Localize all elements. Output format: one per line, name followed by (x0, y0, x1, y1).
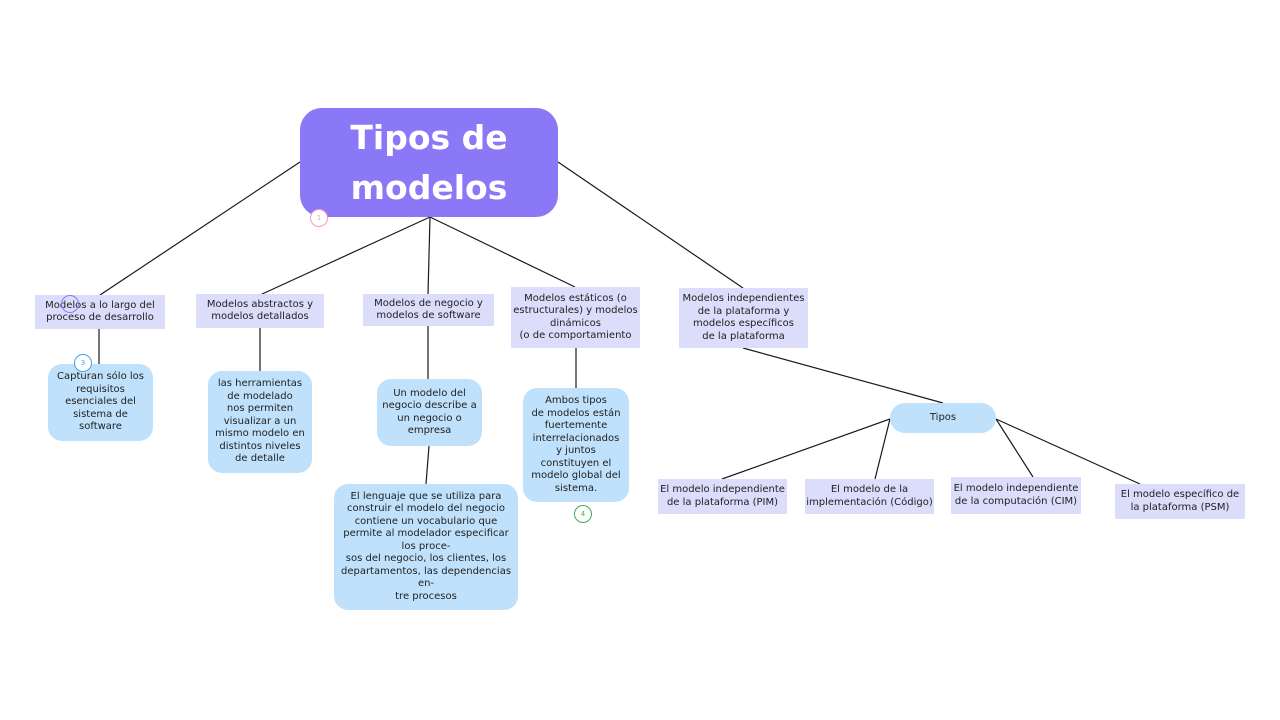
marker-badge-4[interactable]: 4 (574, 505, 592, 523)
node-tipos[interactable]: Tipos (890, 403, 996, 433)
edge-root-cat3 (427, 216, 431, 295)
category-abstractos-detallados[interactable]: Modelos abstractos y modelos detallados (196, 294, 324, 328)
edge-root-cat5 (557, 161, 744, 289)
edge-tipos-sub2 (874, 418, 891, 480)
subtype-codigo[interactable]: El modelo de la implementación (Código) (805, 479, 934, 514)
marker-badge-3[interactable]: 3 (74, 354, 92, 372)
subtype-cim[interactable]: El modelo independiente de la computació… (951, 477, 1081, 514)
edge-detail3-detail4 (425, 445, 430, 485)
edge-tipos-sub1 (721, 418, 891, 480)
detail-modelo-negocio[interactable]: Un modelo del negocio describe a un nego… (377, 379, 482, 446)
detail-capturan-requisitos[interactable]: Capturan sólo los requisitos esenciales … (48, 364, 153, 441)
detail-lenguaje-negocio[interactable]: El lenguaje que se utiliza para construi… (334, 484, 518, 610)
category-estaticos-dinamicos[interactable]: Modelos estáticos (o estructurales) y mo… (511, 287, 640, 348)
subtype-pim[interactable]: El modelo independiente de la plataforma… (658, 479, 787, 514)
detail-ambos-tipos[interactable]: Ambos tipos de modelos están fuertemente… (523, 388, 629, 502)
marker-badge-1[interactable]: 1 (310, 209, 328, 227)
root-node-title[interactable]: Tipos de modelos (300, 108, 558, 217)
edge-root-cat4 (429, 216, 576, 288)
edge-tipos-sub4 (995, 418, 1141, 485)
subtype-psm[interactable]: El modelo específico de la plataforma (P… (1115, 484, 1245, 519)
category-proceso-desarrollo[interactable]: Modelos a lo largo del proceso de desarr… (35, 295, 165, 329)
edge-cat5-tipos (742, 347, 944, 404)
category-independientes-plataforma[interactable]: Modelos independientes de la plataforma … (679, 288, 808, 348)
edge-root-cat1 (99, 161, 301, 296)
detail-herramientas-modelado[interactable]: las herramientas de modelado nos permite… (208, 371, 312, 473)
edge-tipos-sub3 (995, 418, 1034, 478)
marker-badge-2[interactable] (61, 295, 79, 313)
category-negocio-software[interactable]: Modelos de negocio y modelos de software (363, 294, 494, 326)
edge-root-cat2 (259, 216, 431, 296)
